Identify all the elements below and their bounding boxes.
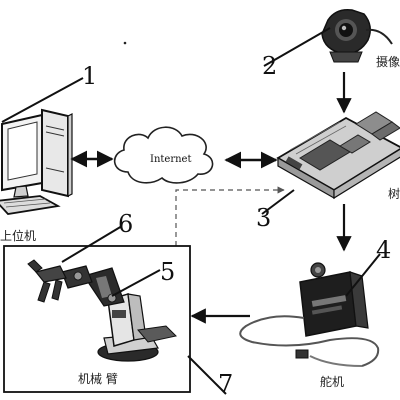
- callout-3: 3: [256, 204, 271, 232]
- callout-5: 5: [160, 258, 175, 286]
- stray-dot: [124, 42, 127, 45]
- internet-label: Internet: [150, 154, 191, 165]
- callout-6-leader: [62, 226, 122, 262]
- callout-2: 2: [262, 52, 277, 80]
- circuit-board-icon: [278, 112, 400, 198]
- callout-6: 6: [118, 210, 133, 238]
- callout-5-leader: [112, 270, 160, 296]
- callout-7: 7: [218, 370, 233, 398]
- robot-arm-icon: [28, 260, 176, 361]
- callout-4: 4: [376, 236, 391, 264]
- camera-label: 摄像: [376, 54, 400, 69]
- servo-label: 舵机: [320, 374, 344, 389]
- upper-pc-label: 上位机: [0, 228, 36, 243]
- arm-label: 机械 臂: [78, 371, 118, 386]
- desktop-computer-icon: [0, 110, 72, 214]
- board-label: 树: [388, 186, 400, 201]
- callout-1: 1: [82, 62, 97, 90]
- servo-motor-icon: [240, 263, 378, 366]
